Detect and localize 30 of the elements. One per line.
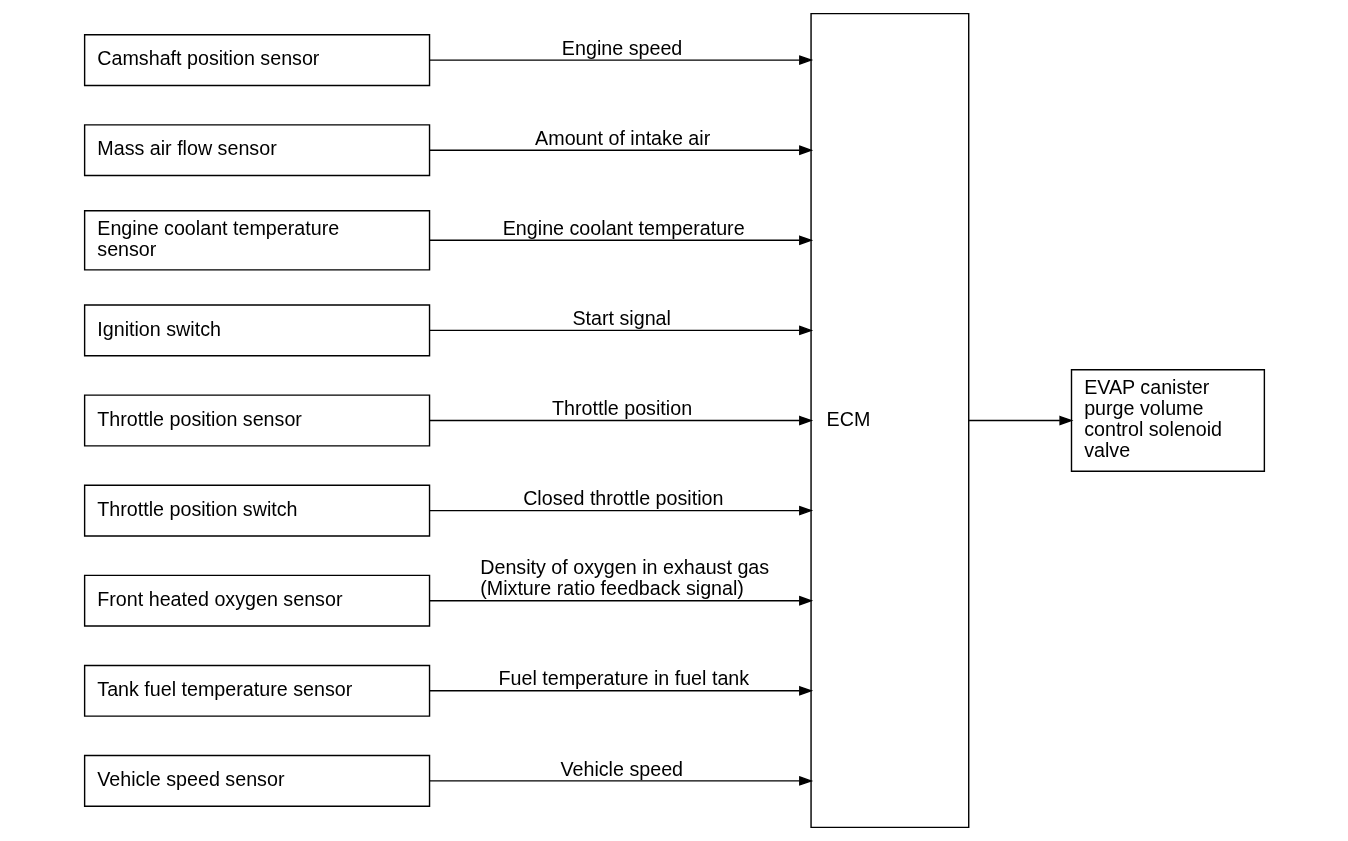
node-box: ECM xyxy=(809,12,969,829)
arrow xyxy=(428,145,813,156)
arrow xyxy=(428,775,813,786)
arrow xyxy=(428,325,813,336)
arrow xyxy=(428,55,813,66)
node-box: Throttle position switch xyxy=(83,484,430,537)
node-box: Vehicle speed sensor xyxy=(83,754,430,807)
node-box: Engine coolant temperature sensor xyxy=(83,210,430,271)
node-box: Front heated oxygen sensor xyxy=(83,574,430,627)
arrow xyxy=(428,595,813,606)
edge-label: Density of oxygen in exhaust gas (Mixture ratio feedback signal) xyxy=(479,556,769,600)
arrow xyxy=(967,415,1073,426)
node-box: EVAP canister purge volume control solenoid valve xyxy=(1070,369,1265,472)
arrow xyxy=(428,235,813,246)
edge-label: Fuel temperature in fuel tank xyxy=(498,667,749,690)
edge-label: Start signal xyxy=(571,307,671,330)
arrow xyxy=(428,415,813,426)
edge-label: Engine speed xyxy=(561,36,682,59)
arrow xyxy=(428,685,813,696)
edge-label: Engine coolant temperature xyxy=(502,216,745,239)
node-box: Ignition switch xyxy=(83,304,430,357)
node-box: Tank fuel temperature sensor xyxy=(83,664,430,717)
edge-label: Throttle position xyxy=(551,397,692,420)
edge-label: Vehicle speed xyxy=(559,757,683,780)
node-box: Camshaft position sensor xyxy=(83,34,430,87)
arrow xyxy=(428,505,813,516)
node-box: Throttle position sensor xyxy=(83,394,430,447)
edge-label: Amount of intake air xyxy=(534,126,710,149)
edge-label: Closed throttle position xyxy=(522,487,723,510)
node-box: Mass air flow sensor xyxy=(83,124,430,177)
